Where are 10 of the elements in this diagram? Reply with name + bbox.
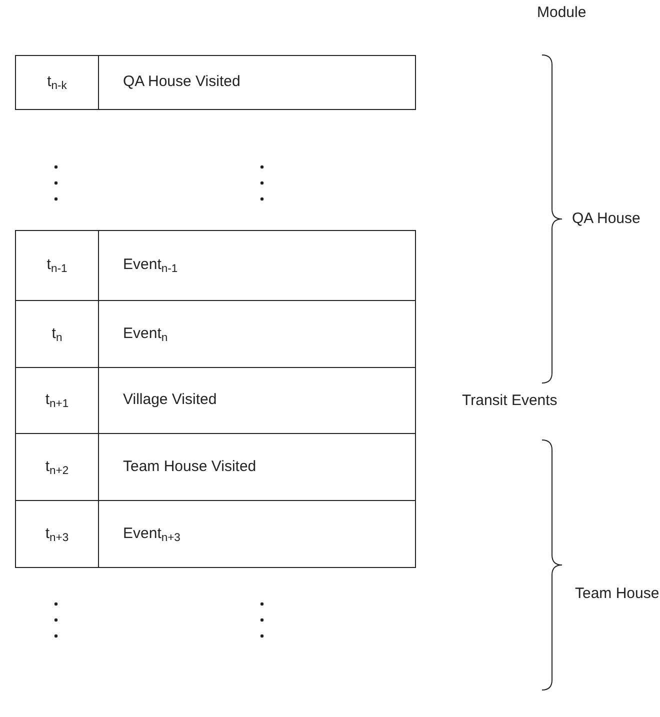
event-cell: Event$_{n-1}$	[98, 230, 416, 301]
side-label: Transit Events	[462, 391, 558, 411]
time-cell: t$_{n+3}$	[15, 500, 99, 568]
event-cell: Event$_{n+3}$	[98, 500, 416, 568]
side-label: Module	[537, 3, 586, 23]
time-cell: t$_{n-k}$	[15, 55, 99, 110]
event-cell: QA House Visited	[98, 55, 416, 110]
side-label: Team House	[575, 584, 660, 604]
side-label: QA House	[572, 209, 640, 229]
time-cell: t$_{n-1}$	[15, 230, 99, 301]
